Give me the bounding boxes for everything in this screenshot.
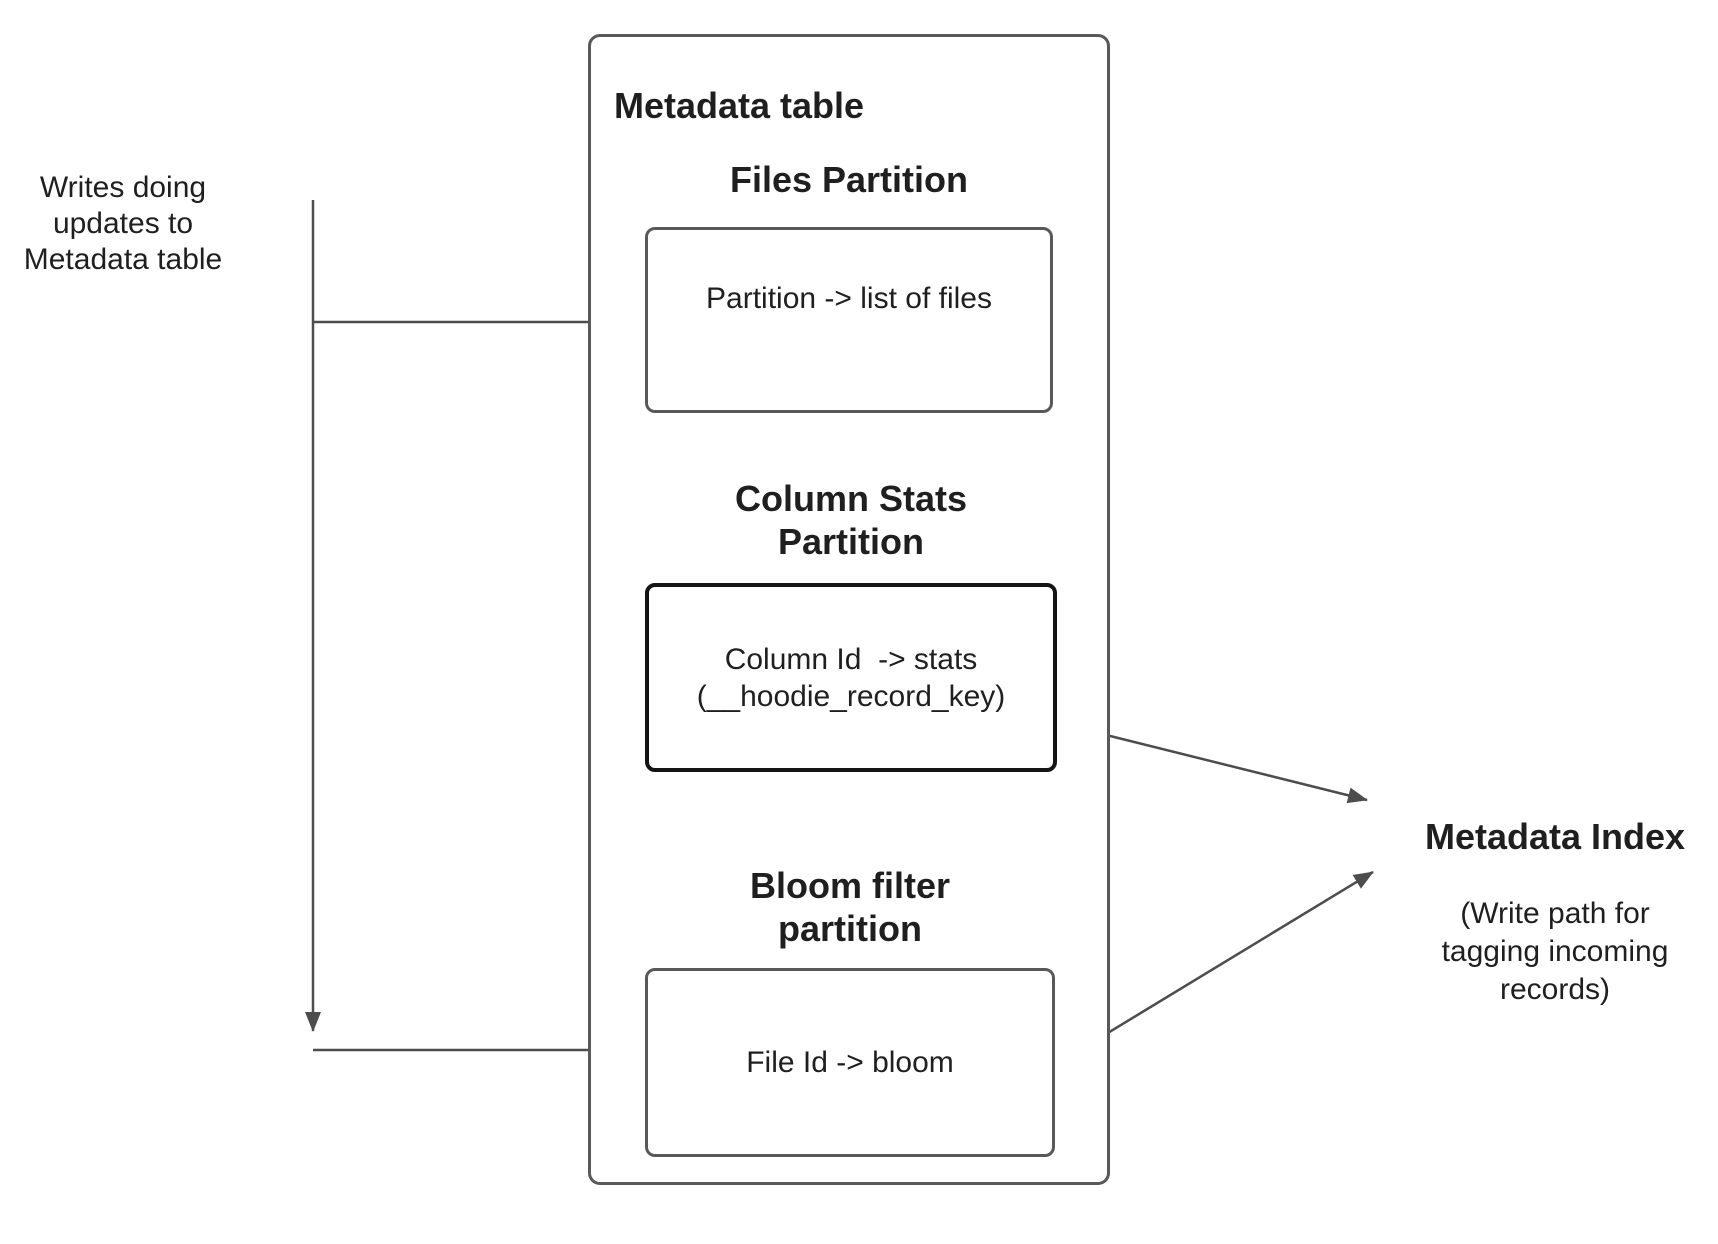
files-partition-body: Partition -> list of files [706,282,992,315]
files-partition-heading: Files Partition [729,159,969,200]
metadata-table-title: Metadata table [614,85,865,126]
column-stats-partition-box: Column Id -> stats (__hoodie_record_key) [645,583,1057,772]
bloom-filter-partition-box: File Id -> bloom [645,968,1055,1157]
metadata-index-title: Metadata Index [1424,816,1686,857]
bloom-filter-partition-heading: Bloom filter partition [749,865,950,949]
metadata-index-note: (Write path for tagging incoming records… [1441,897,1669,1006]
bloom-filter-partition-body: File Id -> bloom [746,1046,954,1079]
column-stats-partition-body: Column Id -> stats (__hoodie_record_key) [696,642,1006,713]
writes-note: Writes doing updates to Metadata table [23,171,223,276]
files-partition-box: Partition -> list of files [645,227,1053,413]
column-stats-partition-heading: Column Stats Partition [734,478,967,562]
